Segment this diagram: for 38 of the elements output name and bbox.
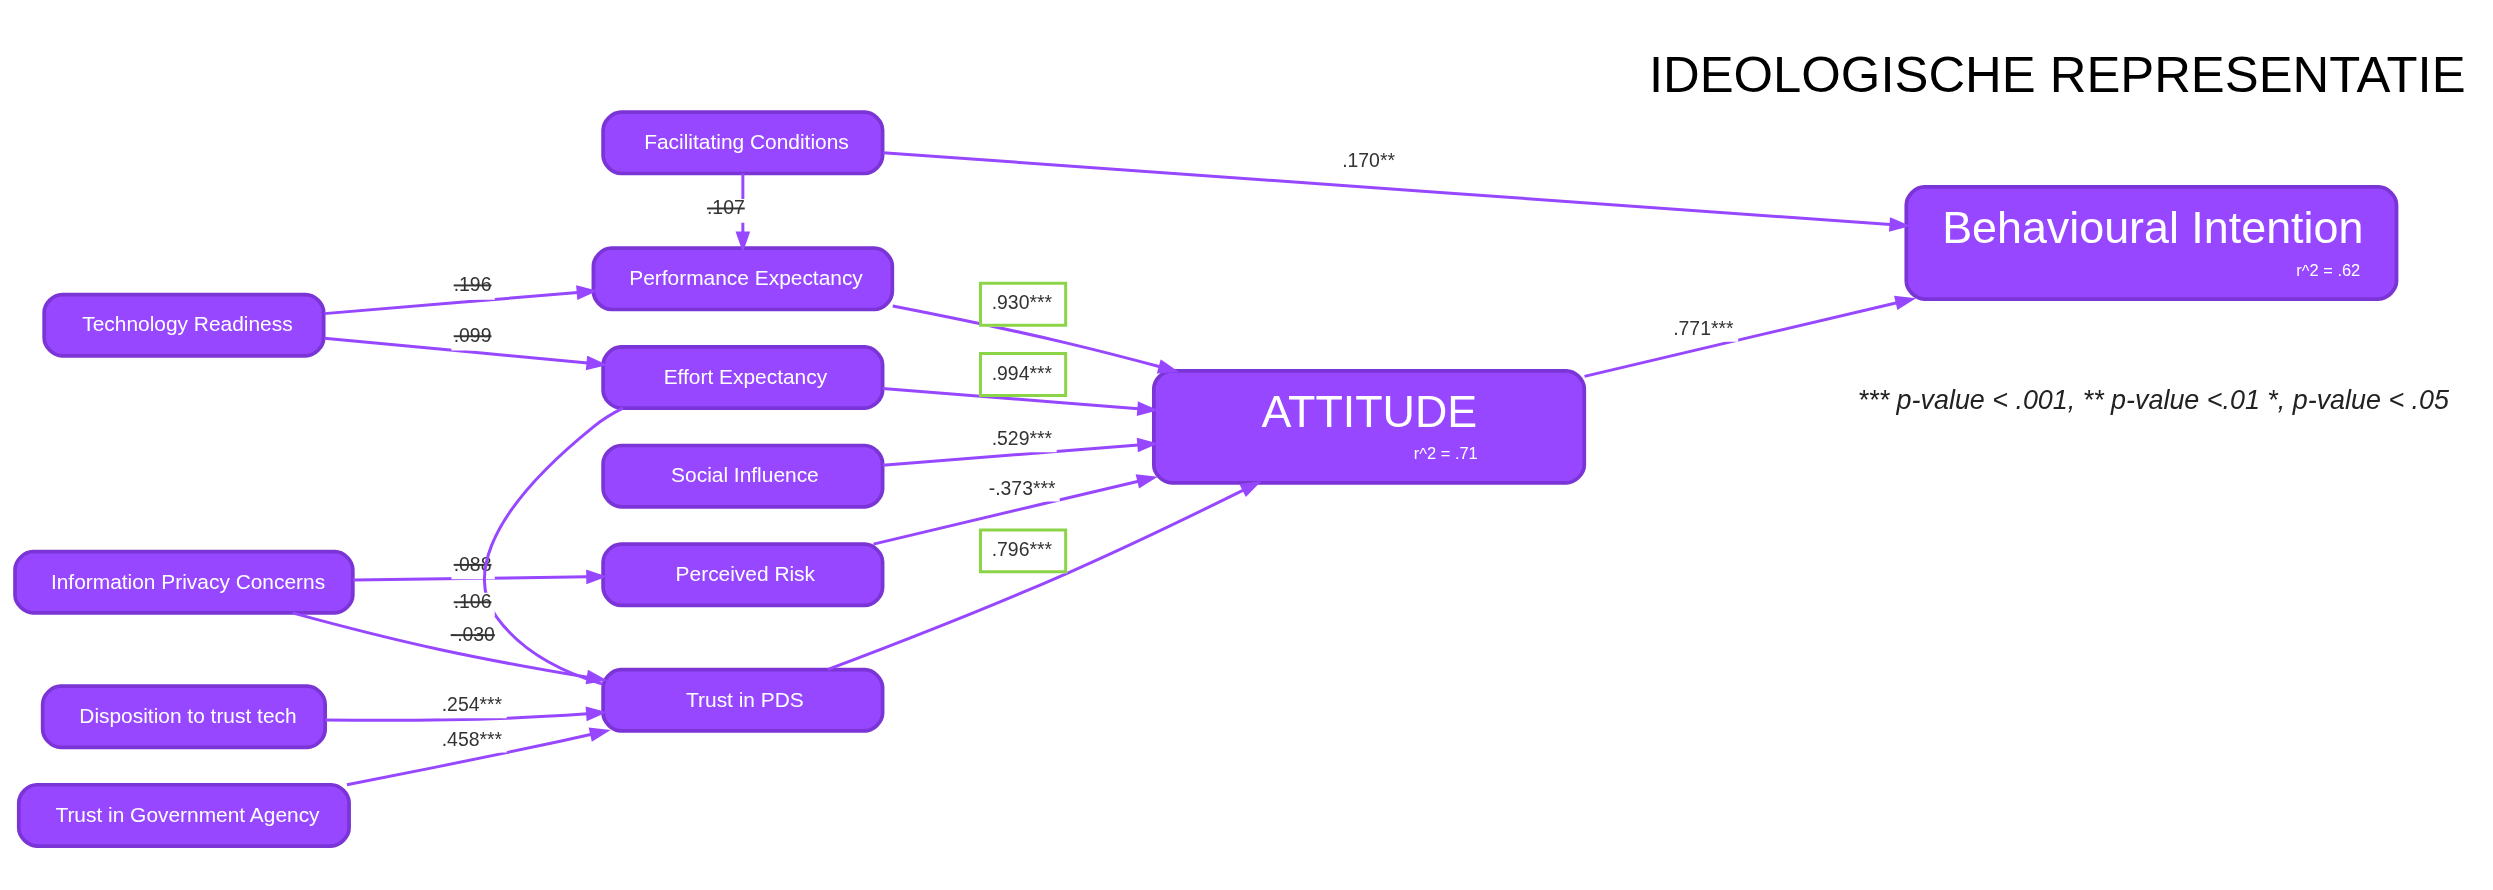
node-box: Perceived Risk bbox=[601, 541, 885, 607]
node-box: Facilitating Conditions bbox=[601, 109, 885, 175]
node-box: Social Influence bbox=[601, 443, 885, 509]
edge-label: .458*** bbox=[441, 727, 503, 750]
edge-label: .930*** bbox=[991, 290, 1053, 313]
node-box: Trust in Government Agency bbox=[16, 782, 351, 848]
node-box: Behavioural Intention r^2 = .62 bbox=[1904, 184, 2399, 301]
diagram-title: IDEOLOGISCHE REPRESENTATIE bbox=[1648, 45, 2466, 103]
edge-label: .796*** bbox=[991, 537, 1053, 560]
node-box: Information Privacy Concerns bbox=[13, 549, 355, 615]
arrow bbox=[827, 480, 1262, 671]
edge-label: .254*** bbox=[441, 692, 503, 715]
node-box: Performance Expectancy bbox=[591, 245, 895, 311]
edge-label: .994*** bbox=[991, 361, 1053, 384]
edge-label: -.373*** bbox=[988, 476, 1056, 499]
node-box: Effort Expectancy bbox=[601, 344, 885, 410]
node-box: Trust in PDS bbox=[601, 667, 885, 733]
arrow bbox=[325, 706, 608, 722]
arrow bbox=[324, 284, 598, 315]
arrow bbox=[324, 336, 608, 370]
edge-label: .771*** bbox=[1673, 316, 1734, 339]
arrow bbox=[882, 386, 1159, 416]
label: *** p-value < .001, ** p-value <.01 *, p-value < .05 bbox=[1857, 384, 2449, 415]
arrow bbox=[882, 437, 1159, 467]
arrow bbox=[1584, 295, 1917, 378]
arrow bbox=[892, 304, 1179, 374]
edge-label: .170** bbox=[1342, 148, 1396, 171]
node-box: Technology Readiness bbox=[42, 292, 326, 358]
edge-label: .529*** bbox=[991, 426, 1053, 449]
edge-label: .196 bbox=[453, 272, 492, 295]
edge-label: .106 bbox=[453, 589, 492, 612]
edge-label: .107 bbox=[706, 195, 745, 218]
node-box: ATTITUDE r^2 = .71 bbox=[1151, 368, 1587, 485]
node-box: Disposition to trust tech bbox=[40, 683, 327, 749]
arrow bbox=[873, 473, 1158, 546]
edge-label: .099 bbox=[453, 323, 492, 346]
arrow bbox=[352, 569, 608, 584]
edge-label: -.030 bbox=[450, 622, 495, 645]
